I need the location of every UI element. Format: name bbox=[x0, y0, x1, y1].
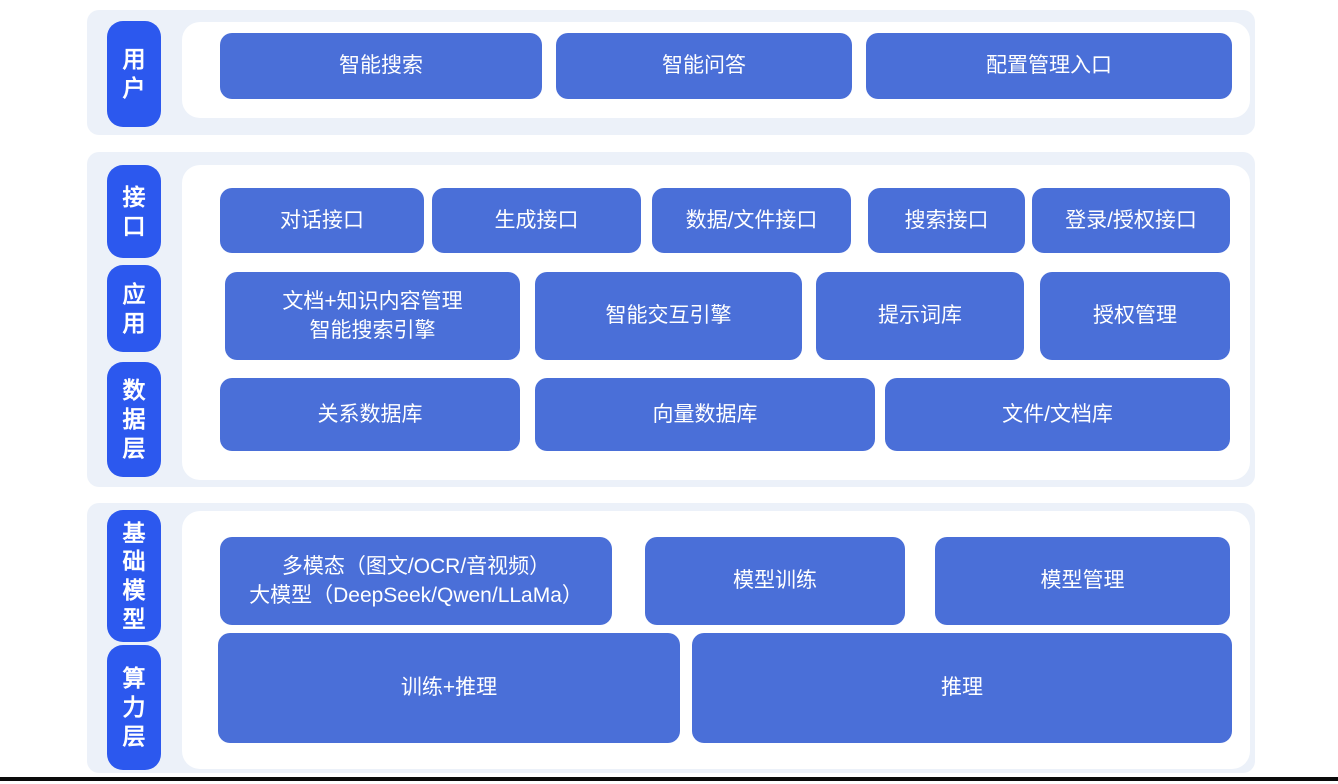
layer-pill-application: 应用 bbox=[107, 265, 161, 352]
node-file-doc-store: 文件/文档库 bbox=[885, 378, 1230, 451]
node-auth-management: 授权管理 bbox=[1040, 272, 1230, 360]
user-section-panel: 用户 智能搜索 智能问答 配置管理入口 bbox=[87, 10, 1255, 135]
node-smart-search: 智能搜索 bbox=[220, 33, 542, 99]
foundation-card: 多模态（图文/OCR/音视频） 大模型（DeepSeek/Qwen/LLaMa）… bbox=[182, 511, 1250, 769]
layer-pill-user: 用户 bbox=[107, 21, 161, 127]
middle-section-panel: 接口 应用 数据层 对话接口 生成接口 数据/文件接口 搜索接口 登录/授权接口… bbox=[87, 152, 1255, 487]
node-multimodal-llm: 多模态（图文/OCR/音视频） 大模型（DeepSeek/Qwen/LLaMa） bbox=[220, 537, 612, 625]
node-training-inference: 训练+推理 bbox=[218, 633, 680, 743]
layer-pill-foundation-model: 基础模型 bbox=[107, 510, 161, 642]
layer-pill-interface-label: 接口 bbox=[122, 183, 146, 239]
node-doc-knowledge-search-engine: 文档+知识内容管理 智能搜索引擎 bbox=[225, 272, 520, 360]
layer-pill-compute: 算力层 bbox=[107, 645, 161, 770]
node-vector-db: 向量数据库 bbox=[535, 378, 875, 451]
user-card: 智能搜索 智能问答 配置管理入口 bbox=[182, 22, 1250, 118]
node-interaction-engine: 智能交互引擎 bbox=[535, 272, 802, 360]
node-model-management: 模型管理 bbox=[935, 537, 1230, 625]
node-login-auth-api: 登录/授权接口 bbox=[1032, 188, 1230, 253]
layer-pill-data-label: 数据层 bbox=[122, 377, 146, 461]
layer-pill-interface: 接口 bbox=[107, 165, 161, 258]
node-relational-db: 关系数据库 bbox=[220, 378, 520, 451]
foundation-section-panel: 基础模型 算力层 多模态（图文/OCR/音视频） 大模型（DeepSeek/Qw… bbox=[87, 503, 1255, 773]
node-dialog-api: 对话接口 bbox=[220, 188, 424, 253]
layer-pill-application-label: 应用 bbox=[122, 280, 146, 336]
bottom-divider-bar bbox=[0, 777, 1338, 781]
node-smart-qa: 智能问答 bbox=[556, 33, 852, 99]
node-generation-api: 生成接口 bbox=[432, 188, 641, 253]
node-config-entry: 配置管理入口 bbox=[866, 33, 1232, 99]
node-inference: 推理 bbox=[692, 633, 1232, 743]
node-model-training: 模型训练 bbox=[645, 537, 905, 625]
middle-card: 对话接口 生成接口 数据/文件接口 搜索接口 登录/授权接口 文档+知识内容管理… bbox=[182, 165, 1250, 480]
layer-pill-foundation-model-label: 基础模型 bbox=[122, 519, 146, 632]
layer-pill-data: 数据层 bbox=[107, 362, 161, 477]
layer-pill-user-label: 用户 bbox=[122, 46, 146, 101]
node-data-file-api: 数据/文件接口 bbox=[652, 188, 851, 253]
node-prompt-library: 提示词库 bbox=[816, 272, 1024, 360]
node-search-api: 搜索接口 bbox=[868, 188, 1025, 253]
layer-pill-compute-label: 算力层 bbox=[122, 665, 146, 749]
